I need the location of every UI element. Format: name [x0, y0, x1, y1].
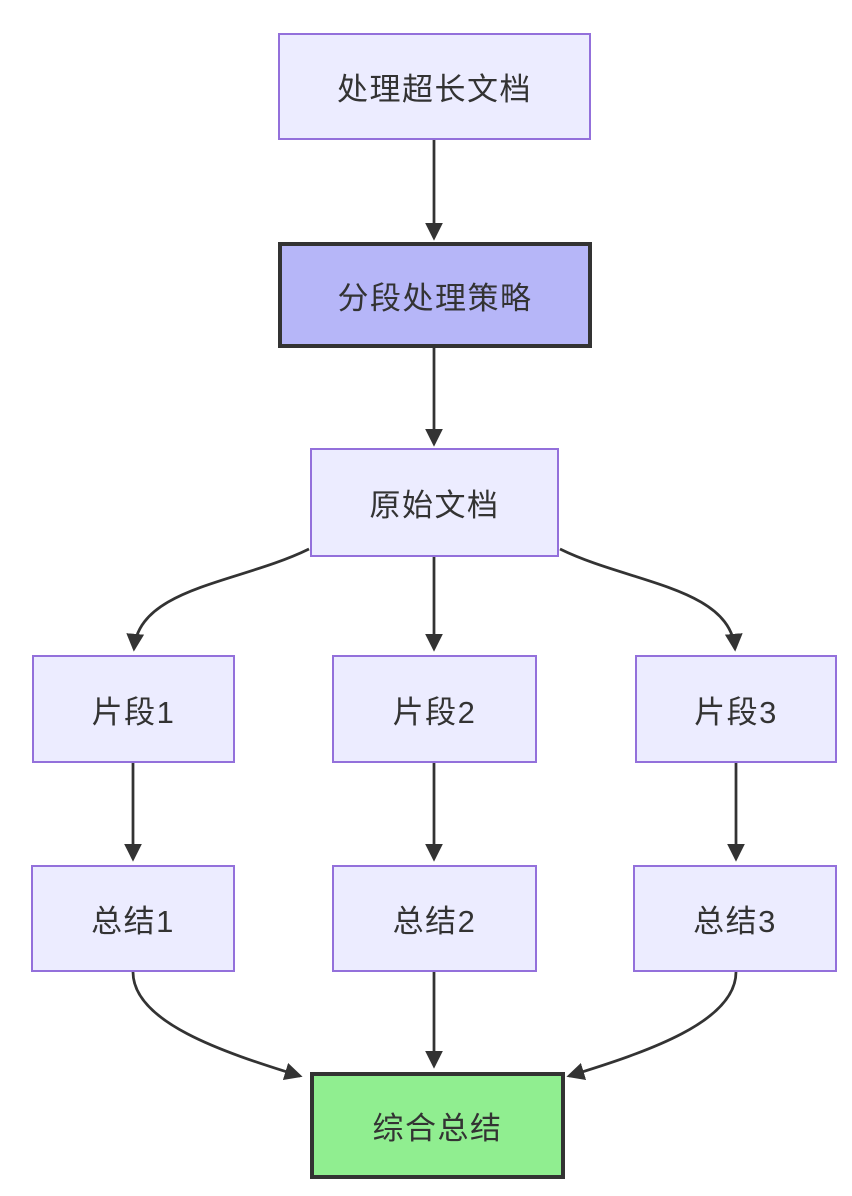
- node-summary-3: 总结3: [633, 865, 837, 972]
- node-segmentation-strategy-label: 分段处理策略: [337, 280, 533, 316]
- node-original-document: 原始文档: [310, 448, 559, 557]
- node-summary-1-label: 总结1: [91, 904, 175, 939]
- node-combined-summary: 综合总结: [310, 1072, 565, 1179]
- node-process-long-document: 处理超长文档: [278, 33, 591, 140]
- node-fragment-2-label: 片段2: [392, 694, 477, 730]
- node-summary-2-label: 总结2: [392, 904, 477, 939]
- node-segmentation-strategy: 分段处理策略: [278, 242, 592, 348]
- node-summary-3-label: 总结3: [693, 904, 777, 939]
- edge-c-d1: [126, 547, 310, 652]
- node-original-document-label: 原始文档: [369, 488, 500, 523]
- edge-c-d3: [559, 547, 743, 652]
- node-fragment-3-label: 片段3: [694, 694, 778, 730]
- node-summary-1: 总结1: [31, 865, 235, 972]
- node-fragment-1-label: 片段1: [91, 694, 176, 730]
- edge-e1-f: [131, 971, 303, 1081]
- node-fragment-3: 片段3: [635, 655, 837, 763]
- node-process-long-document-label: 处理超长文档: [337, 72, 532, 107]
- edge-e3-f: [566, 971, 738, 1081]
- node-fragment-2: 片段2: [332, 655, 537, 763]
- node-summary-2: 总结2: [332, 865, 537, 972]
- node-fragment-1: 片段1: [32, 655, 235, 763]
- node-combined-summary-label: 综合总结: [372, 1111, 503, 1146]
